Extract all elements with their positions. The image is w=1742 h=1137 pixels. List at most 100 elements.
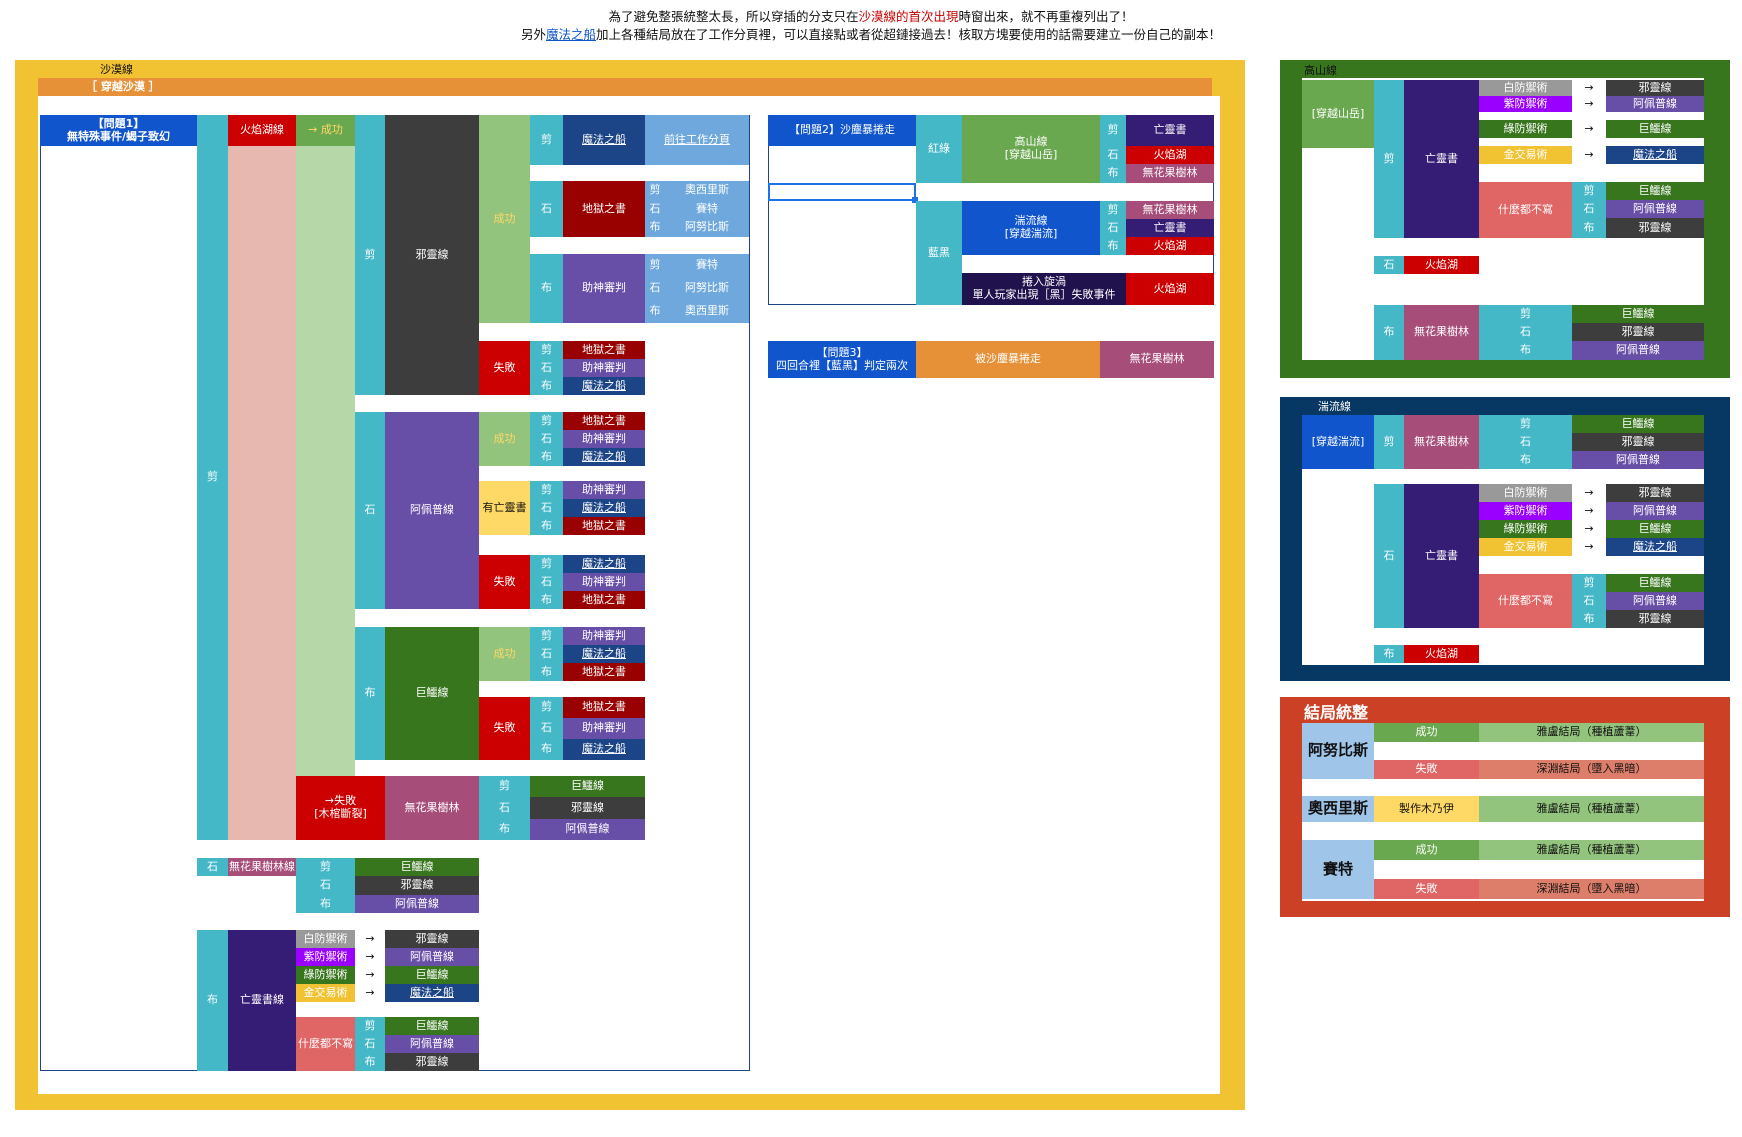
q2-cell-handle[interactable] (912, 197, 918, 203)
evil-hell-anubis: 阿努比斯 (665, 218, 749, 237)
db-arrow-2: → (365, 949, 375, 963)
apep-s-ship[interactable]: 魔法之船 (563, 448, 645, 466)
hl-s: 剪 (1374, 80, 1404, 238)
hl-purple: 紫防禦術 (1479, 96, 1572, 112)
evil-hell-god-c: 布 (645, 218, 665, 237)
db-n-croc: 巨鱷線 (385, 1017, 479, 1035)
apep-f-s: 剪 (530, 555, 563, 573)
evil-s-magic-ship[interactable]: 魔法之船 (563, 115, 645, 165)
db-arrow-3: → (365, 967, 375, 981)
evil-f-ship[interactable]: 魔法之船 (563, 377, 645, 395)
db-n-c: 布 (355, 1053, 385, 1071)
evil-s-hell-book: 地獄之書 (563, 181, 645, 237)
evil-judge-god-c: 布 (645, 300, 665, 323)
q2-blue-black: 藍黑 (916, 201, 962, 305)
fail-coffin: →失敗 [木棺斷裂] (296, 776, 385, 840)
hl-n-s: 剪 (1572, 182, 1606, 200)
q2-r-deadbook: 亡靈書 (1126, 219, 1214, 237)
q2-r-s: 剪 (1100, 201, 1126, 219)
evil-judge-god-r: 石 (645, 277, 665, 300)
rp-n-c: 布 (1572, 610, 1606, 628)
db-n-evil: 邪靈線 (385, 1053, 479, 1071)
apep-d-ship[interactable]: 魔法之船 (563, 499, 645, 517)
rp-gold-ship[interactable]: 魔法之船 (1606, 538, 1704, 556)
hl-purple-apep: 阿佩普線 (1606, 96, 1704, 112)
q2-vortex: 捲入旋渦 單人玩家出現［黑］失敗事件 (962, 273, 1126, 305)
evil-hell-set: 賽特 (665, 200, 749, 218)
croc-f-ship[interactable]: 魔法之船 (563, 739, 645, 760)
highland-title: 高山線 (1304, 64, 1337, 77)
hl-cloth-fig: 無花果樹林 (1404, 305, 1479, 360)
db-n-s: 剪 (355, 1017, 385, 1035)
hl-f-c: 布 (1479, 341, 1572, 360)
cf-evil: 邪靈線 (530, 797, 645, 819)
hl-arrow-1: → (1584, 80, 1594, 94)
success-arrow: → 成功 (296, 115, 355, 146)
hl-n-c: 布 (1572, 218, 1606, 238)
croc-f-r: 石 (530, 718, 563, 739)
apep-s-judge: 助神審判 (563, 430, 645, 448)
evil-judge-osiris: 奧西里斯 (665, 300, 749, 323)
rp-white-evil: 邪靈線 (1606, 484, 1704, 502)
q2-r-fig: 無花果樹林 (1126, 201, 1214, 219)
q2-red-green: 紅綠 (916, 115, 962, 183)
evil-f-c: 布 (530, 377, 563, 395)
end-osiris: 奧西里斯 (1302, 796, 1374, 822)
ff-r: 石 (296, 876, 355, 895)
q2-h-c: 布 (1100, 164, 1126, 183)
croc-line: 巨鱷線 (385, 627, 479, 760)
db-gold-ship[interactable]: 魔法之船 (385, 984, 479, 1002)
rp-arrow-3: → (1584, 521, 1594, 535)
cf-croc: 巨鱷線 (530, 776, 645, 797)
end-anubis-bad: 深淵結局（墮入黑暗） (1479, 760, 1704, 779)
hl-white-evil: 邪靈線 (1606, 80, 1704, 96)
hl-n-apep: 阿佩普線 (1606, 200, 1704, 218)
hl-f-evil: 邪靈線 (1572, 323, 1704, 341)
q3-swept: 被沙塵暴捲走 (916, 341, 1100, 378)
apep-f-ship[interactable]: 魔法之船 (563, 555, 645, 573)
db-arrow-1: → (365, 931, 375, 945)
evil-judge-anubis: 阿努比斯 (665, 277, 749, 300)
croc-s-judge: 助神審判 (563, 627, 645, 645)
apep-d-r: 石 (530, 499, 563, 517)
ff-croc: 巨鱷線 (355, 858, 479, 876)
magic-ship-link[interactable]: 魔法之船 (545, 27, 596, 42)
rp-f-apep: 阿佩普線 (1572, 451, 1704, 469)
main-rock: 石 (197, 858, 228, 876)
end-set-fail: 失敗 (1374, 879, 1479, 899)
rp-arrow-2: → (1584, 503, 1594, 517)
apep-f-hell: 地獄之書 (563, 591, 645, 609)
header-line-2: 另外魔法之船加上各種結局放在了工作分頁裡，可以直接點或者從超鏈接過去！核取方塊要… (520, 27, 1222, 42)
evil-hell-god-r: 石 (645, 200, 665, 218)
hl-rock-fire: 火焰湖 (1404, 256, 1479, 274)
db-white-evil: 邪靈線 (385, 930, 479, 948)
db-green: 綠防禦術 (296, 966, 355, 984)
hl-gold-ship[interactable]: 魔法之船 (1606, 146, 1704, 164)
evil-fail: 失敗 (479, 341, 530, 395)
croc-s-ship[interactable]: 魔法之船 (563, 645, 645, 663)
apep-s-r: 石 (530, 430, 563, 448)
cf-c: 布 (479, 819, 530, 840)
cf-apep: 阿佩普線 (530, 819, 645, 840)
end-set-success: 成功 (1374, 840, 1479, 860)
rp-f-r: 石 (1479, 433, 1572, 451)
db-arrow-4: → (365, 985, 375, 999)
rp-cloth: 布 (1374, 645, 1404, 663)
header-line-1: 為了避免整張統整太長，所以穿插的分支只在沙漠線的首次出現時窗出來，就不再重複列出… (608, 9, 1134, 24)
db-green-croc: 巨鱷線 (385, 966, 479, 984)
apep-success: 成功 (479, 412, 530, 466)
croc-s-c: 布 (530, 663, 563, 681)
evil-judge-set: 賽特 (665, 254, 749, 277)
q2-r-fire: 火焰湖 (1126, 237, 1214, 255)
q2-selected-cell[interactable] (768, 183, 916, 201)
rp-s: 剪 (1374, 415, 1404, 469)
q1-title: 【問題1】 無特殊事件/蝎子致幻 (40, 115, 197, 146)
goto-work-tab[interactable]: 前往工作分頁 (645, 115, 749, 165)
rp-cross: [穿越湍流] (1302, 415, 1374, 469)
end-anubis-good: 雅盧結局（種植蘆葦） (1479, 723, 1704, 742)
evil-f-judge: 助神審判 (563, 359, 645, 377)
evil-f-hell: 地獄之書 (563, 341, 645, 359)
fire-lake-line: 火焰湖線 (228, 115, 296, 146)
db-purple: 紫防禦術 (296, 948, 355, 966)
apep-s-c: 布 (530, 448, 563, 466)
